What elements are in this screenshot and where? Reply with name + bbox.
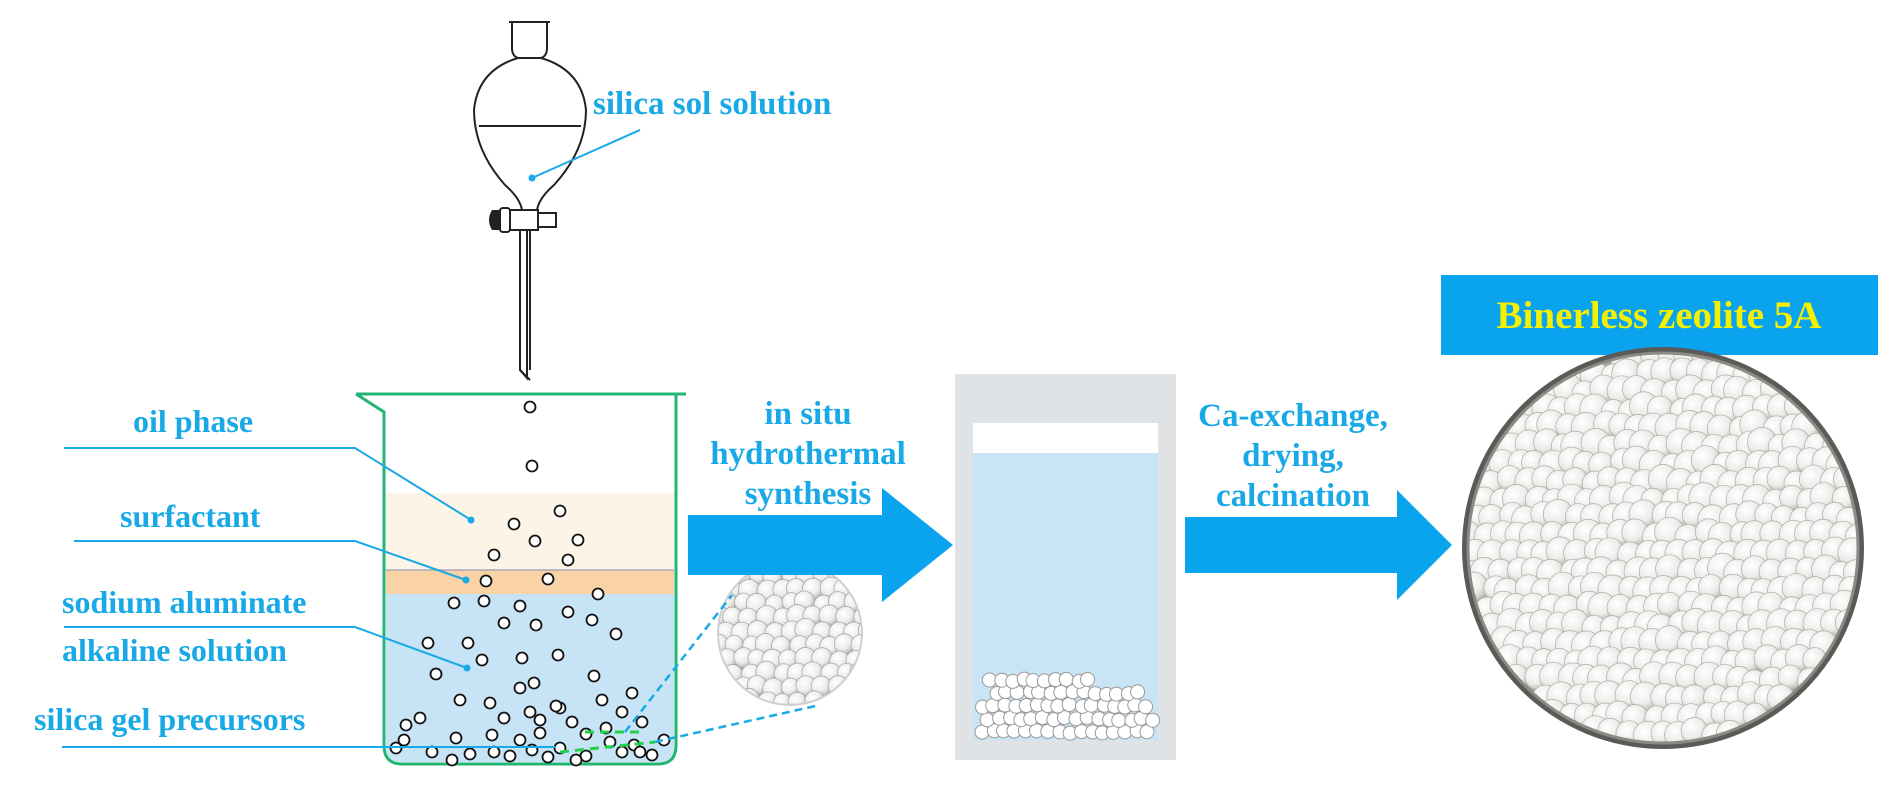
step1-text-line1: in situ [764,396,851,432]
droplet [633,745,647,759]
droplet [529,618,543,632]
beaker-icon [355,392,686,766]
droplet [561,553,575,567]
droplet [425,745,439,759]
silica-sol-label: silica sol solution [593,86,831,122]
droplet [485,728,499,742]
droplet [635,715,649,729]
droplet [507,517,521,531]
step2-text-line3: calcination [1216,478,1370,514]
droplet [541,572,555,586]
sodium-aluminate-label: sodium aluminate [62,584,306,620]
oil-phase-label: oil phase [133,403,253,439]
alkaline-solution-label: alkaline solution [62,632,287,668]
droplet [615,705,629,719]
surfactant-label: surfactant [120,498,261,534]
droplet [483,696,497,710]
droplet [449,731,463,745]
droplet [463,747,477,761]
droplet [429,667,443,681]
surfactant-layer [386,570,674,594]
droplet [399,718,413,732]
step1-text-line3: synthesis [745,476,872,512]
reaction-vessel-icon [955,374,1176,760]
separatory-funnel-icon [472,21,588,381]
droplet [477,594,491,608]
droplet [609,627,623,641]
droplet [513,681,527,695]
droplet [513,733,527,747]
droplet [565,715,579,729]
step1-arrow [688,488,953,602]
droplet [527,676,541,690]
precursor-highlight [559,730,656,754]
droplet [615,745,629,759]
label-leaders [62,447,555,748]
silica-gel-droplets [389,400,671,767]
droplet [487,745,501,759]
droplet [487,548,501,562]
droplet [479,574,493,588]
droplet [551,648,565,662]
droplet [571,533,585,547]
zoom-leaders [624,594,821,744]
step2-text-line2: drying, [1242,438,1344,474]
petri-dish-icon [1462,347,1864,749]
droplet [528,534,542,548]
droplet [523,705,537,719]
droplet [533,726,547,740]
droplet [513,599,527,613]
solution-layer [386,594,674,762]
silica-gel-precursors-label: silica gel precursors [34,701,305,737]
droplet [585,613,599,627]
droplet [445,753,459,767]
step2-arrow [1185,490,1452,600]
droplet [591,587,605,601]
step2-text-line1: Ca-exchange, [1198,398,1388,434]
droplet [541,750,555,764]
droplet [413,711,427,725]
droplet [561,605,575,619]
droplet [579,727,593,741]
droplet [523,400,537,414]
droplet [625,686,639,700]
droplet [553,504,567,518]
droplet [503,749,517,763]
droplet [497,711,511,725]
droplet [587,669,601,683]
product-title: Binerless zeolite 5A [1497,294,1822,337]
droplet [497,616,511,630]
droplet [421,636,435,650]
droplet [453,693,467,707]
step1-text-line2: hydrothermal [710,436,906,472]
droplet [397,733,411,747]
droplet [569,753,583,767]
droplet [475,653,489,667]
droplet [461,636,475,650]
droplet [533,713,547,727]
droplet [549,699,563,713]
droplet [515,651,529,665]
droplet [595,693,609,707]
silica-sol-leader [531,129,641,179]
droplet [645,748,659,762]
oil-phase-layer [386,493,674,572]
product-title-box [1441,275,1878,355]
droplet [525,459,539,473]
droplet [447,596,461,610]
label-dots [462,516,475,672]
